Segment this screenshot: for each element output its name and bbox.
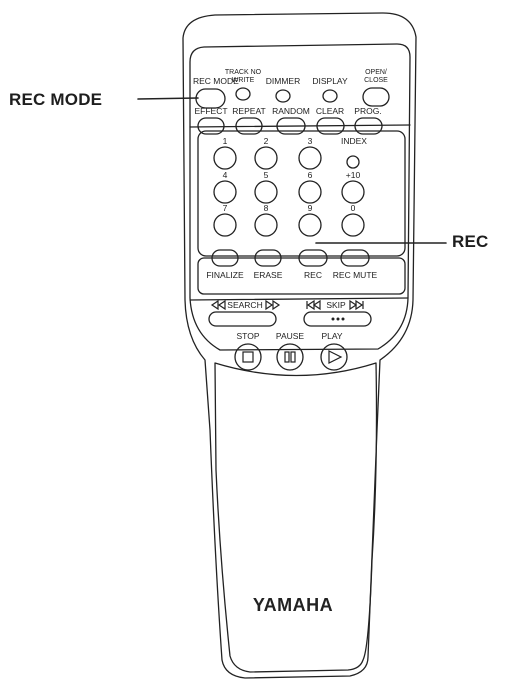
skip-dot-1-icon: [331, 317, 335, 321]
digit-2-label: 2: [264, 136, 269, 146]
digit-9-label: 9: [308, 203, 313, 213]
erase-label: ERASE: [254, 270, 283, 280]
display-label: DISPLAY: [312, 76, 348, 86]
search-label: SEARCH: [227, 300, 262, 310]
repeat-label: REPEAT: [232, 106, 265, 116]
effect-label: EFFECT: [194, 106, 227, 116]
digit-3-button[interactable]: [298, 146, 322, 170]
digit-5-button[interactable]: [254, 180, 278, 204]
prog-button[interactable]: [354, 117, 383, 135]
finalize-button[interactable]: [211, 249, 239, 267]
skip-button[interactable]: [303, 311, 372, 327]
random-button[interactable]: [276, 117, 306, 135]
search-button[interactable]: [208, 311, 277, 327]
stop-button[interactable]: [234, 343, 262, 371]
rec-callout-label: REC: [452, 232, 489, 251]
stop-icon: [242, 351, 254, 363]
close-label: CLOSE: [364, 77, 388, 84]
digit-7-button[interactable]: [213, 213, 237, 237]
play-button[interactable]: [320, 343, 348, 371]
digit-1-label: 1: [223, 136, 228, 146]
dimmer-label: DIMMER: [266, 76, 300, 86]
play-label: PLAY: [321, 331, 342, 341]
keypad-box: [197, 130, 406, 257]
open-label: OPEN/: [365, 69, 387, 76]
digit-4-label: 4: [223, 170, 228, 180]
clear-button[interactable]: [316, 117, 345, 135]
skip-back-icon: [306, 299, 321, 311]
digit-5-label: 5: [264, 170, 269, 180]
search-rewind-icon: [210, 299, 226, 311]
section-divider-2: [189, 297, 409, 301]
rec-label: REC: [304, 270, 322, 280]
rec-mute-label: REC MUTE: [333, 270, 378, 280]
digit-2-button[interactable]: [254, 146, 278, 170]
rec-box: [197, 257, 406, 295]
effect-button[interactable]: [197, 117, 225, 135]
index-label: INDEX: [341, 136, 367, 146]
rec-mode-leader-line: [137, 97, 199, 100]
erase-button[interactable]: [254, 249, 282, 267]
digit-8-label: 8: [264, 203, 269, 213]
pause-button[interactable]: [276, 343, 304, 371]
dimmer-button[interactable]: [275, 89, 291, 103]
index-button[interactable]: [346, 155, 360, 169]
digit-0-button[interactable]: [341, 213, 365, 237]
rec-button[interactable]: [298, 249, 328, 267]
prog-label: PROG.: [354, 106, 381, 116]
remote-body-outline: [182, 12, 417, 679]
battery-cover-outline: [214, 362, 378, 673]
skip-forward-icon: [349, 299, 364, 311]
track-no-label: TRACK NO: [225, 69, 262, 76]
skip-dot-3-icon: [341, 317, 345, 321]
play-icon: [328, 350, 343, 364]
open-close-button[interactable]: [362, 87, 390, 107]
digit-7-label: 7: [223, 203, 228, 213]
digit-4-button[interactable]: [213, 180, 237, 204]
write-label: WRITE: [232, 77, 255, 84]
random-label: RANDOM: [272, 106, 310, 116]
repeat-button[interactable]: [235, 117, 263, 135]
pause-icon: [284, 351, 296, 363]
digit-0-label: 0: [351, 203, 356, 213]
display-button[interactable]: [322, 89, 338, 103]
section-divider-1: [189, 124, 411, 128]
stop-label: STOP: [237, 331, 260, 341]
rec-mute-button[interactable]: [340, 249, 370, 267]
digit-9-button[interactable]: [298, 213, 322, 237]
digit-6-label: 6: [308, 170, 313, 180]
clear-label: CLEAR: [316, 106, 344, 116]
skip-label: SKIP: [326, 300, 346, 310]
rec-mode-label: REC MODE: [193, 76, 239, 86]
rec-mode-button[interactable]: [195, 88, 226, 109]
pause-label: PAUSE: [276, 331, 305, 341]
yamaha-logo-text: YAMAHA: [253, 595, 333, 615]
skip-dot-2-icon: [336, 317, 340, 321]
track-no-write-button[interactable]: [235, 87, 251, 101]
plus10-button[interactable]: [341, 180, 365, 204]
digit-1-button[interactable]: [213, 146, 237, 170]
plus10-label: +10: [346, 170, 361, 180]
finalize-label: FINALIZE: [206, 270, 244, 280]
digit-6-button[interactable]: [298, 180, 322, 204]
digit-8-button[interactable]: [254, 213, 278, 237]
rec-mode-callout-label: REC MODE: [9, 90, 103, 109]
digit-3-label: 3: [308, 136, 313, 146]
search-forward-icon: [265, 299, 281, 311]
